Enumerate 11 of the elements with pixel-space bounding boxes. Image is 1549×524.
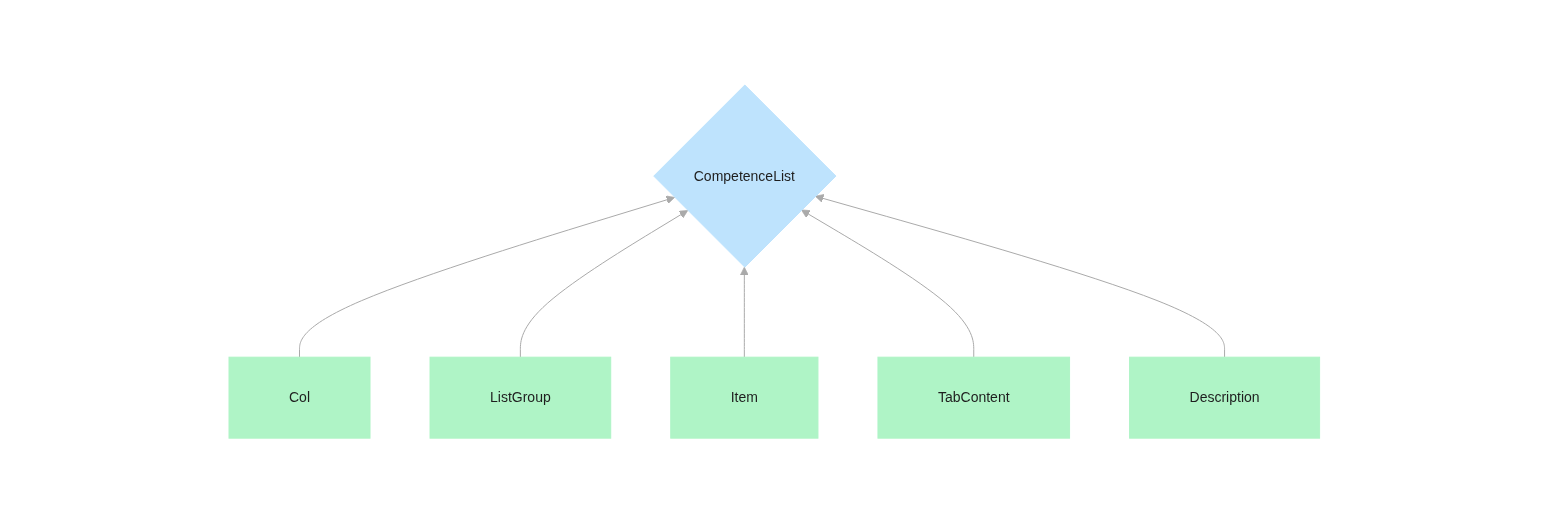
arrow	[740, 267, 749, 359]
arrow	[801, 210, 975, 359]
node-box: TabContent	[877, 357, 1071, 440]
node-box: Col	[228, 357, 371, 440]
node-diamond: CompetenceList	[653, 84, 837, 269]
arrow	[299, 195, 676, 359]
arrow	[815, 194, 1226, 359]
node-box: ListGroup	[429, 357, 612, 440]
node-box: Description	[1129, 357, 1321, 440]
node-box: Item	[670, 357, 819, 440]
arrow	[520, 210, 689, 359]
